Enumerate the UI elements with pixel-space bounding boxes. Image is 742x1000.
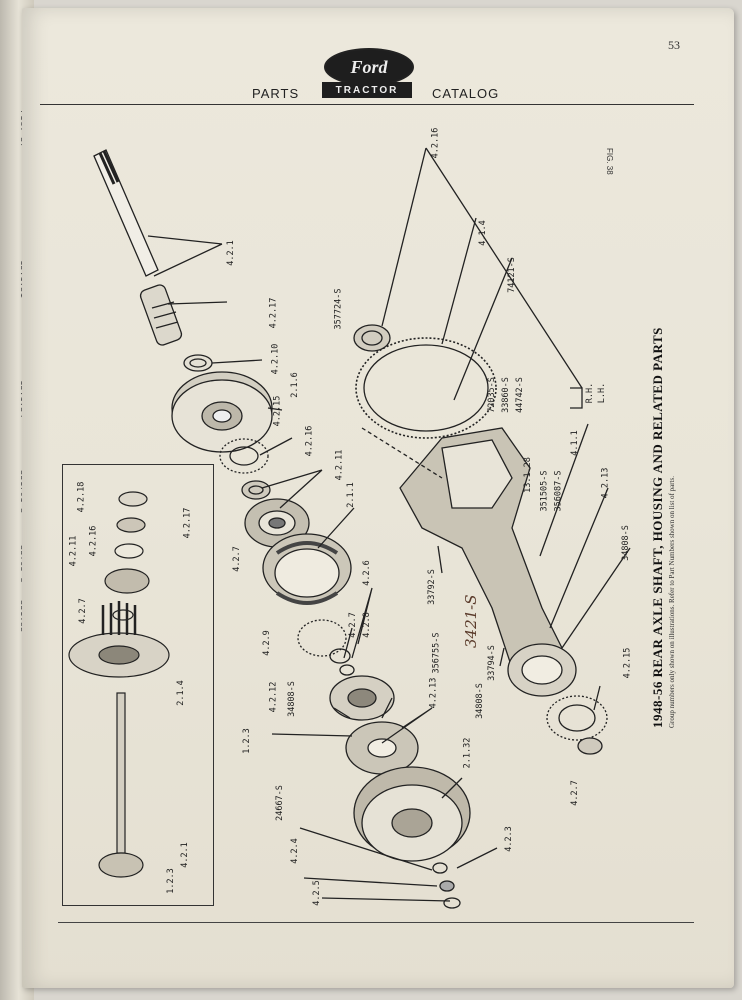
inset-callout-label: 4.2.11 bbox=[68, 535, 79, 567]
callout-label: 4.2.7 bbox=[231, 546, 242, 572]
tractor-band: TRACTOR bbox=[322, 82, 412, 98]
inset-callout-label: 4.2.17 bbox=[182, 507, 193, 539]
callout-label: 357724-S bbox=[333, 288, 344, 330]
callout-label: L.H. bbox=[597, 382, 608, 404]
header-parts-text: PARTS bbox=[252, 86, 300, 101]
callout-label: 24667-S bbox=[274, 785, 285, 821]
catalog-page: 53 PARTS Ford TRACTOR CATALOG bbox=[22, 8, 734, 988]
brake-shoe-assembly-part bbox=[262, 533, 352, 605]
page-number: 53 bbox=[668, 38, 680, 52]
callout-label: 33792-S bbox=[426, 569, 437, 605]
callout-label: 4.2.16 bbox=[304, 425, 315, 457]
inset-callout-label: 1.2.3 bbox=[165, 868, 176, 894]
logo-word: Ford bbox=[350, 56, 388, 77]
callout-label: 4.2.17 bbox=[268, 297, 279, 329]
inset-callout-label: 4.2.7 bbox=[77, 598, 88, 624]
brake-drum-plate-part bbox=[171, 371, 273, 453]
callout-label: 4.1.1 bbox=[569, 430, 580, 456]
callout-label: 4.2.15 bbox=[622, 647, 633, 679]
footer-rule bbox=[58, 922, 694, 923]
callout-label: 4.2.16 bbox=[430, 127, 441, 159]
callout-label: R.H. bbox=[585, 382, 596, 404]
callout-label: 4.2.3 bbox=[503, 826, 514, 852]
inset-callout-label: 4.2.1 bbox=[179, 842, 190, 868]
callout-label: 34808-S bbox=[620, 525, 631, 561]
figure-label: FIG. 38 bbox=[605, 148, 614, 175]
callout-label: 4.1.4 bbox=[477, 220, 488, 246]
header-rule bbox=[40, 104, 694, 105]
inset-callout-label: 4.2.16 bbox=[88, 525, 99, 557]
figure-title-block: 1948-56 REAR AXLE SHAFT, HOUSING AND REL… bbox=[650, 28, 676, 728]
callout-label: 4.2.5 bbox=[311, 880, 322, 906]
callout-label: 2.1.6 bbox=[289, 372, 300, 398]
axle-flange-part bbox=[329, 675, 395, 721]
callout-label: 356755-S bbox=[431, 632, 442, 674]
callout-label: 4.2.6 bbox=[361, 560, 372, 586]
callout-label: 33860-S bbox=[500, 377, 511, 413]
header-catalog-text: CATALOG bbox=[432, 86, 500, 101]
logo-band-text: TRACTOR bbox=[335, 84, 399, 96]
callout-label: 74121-S bbox=[506, 257, 517, 293]
callout-label: 4.2.9 bbox=[261, 630, 272, 656]
callout-label: 4.2.13 bbox=[600, 467, 611, 499]
callout-label: 4.2.13 bbox=[428, 677, 439, 709]
brake-drum-part bbox=[353, 766, 471, 862]
callout-label: 33794-S bbox=[486, 645, 497, 681]
figure-subtitle: Group numbers only shown on illustration… bbox=[668, 476, 676, 728]
inset-callout-label: 2.1.4 bbox=[175, 680, 186, 706]
handwritten-note: 3421-S bbox=[462, 594, 480, 648]
callout-label: 4.2.15 bbox=[272, 395, 283, 427]
hub-part bbox=[345, 721, 419, 775]
callout-label: 13.1.28 bbox=[522, 457, 533, 493]
callout-label: 4.2.8 bbox=[361, 612, 372, 638]
ford-tractor-logo: Ford TRACTOR bbox=[322, 46, 422, 102]
axle-housing-part bbox=[399, 427, 577, 697]
callout-label: 4.2.7 bbox=[569, 780, 580, 806]
inset-diagram bbox=[68, 491, 170, 878]
callout-label: 356087-S bbox=[553, 470, 564, 512]
callout-label: 34808-S bbox=[286, 681, 297, 717]
pinion-gear-part bbox=[139, 284, 183, 346]
callout-label: 4.2.1 bbox=[225, 240, 236, 266]
callout-label: 72035-S bbox=[486, 377, 497, 413]
callout-label: 4.2.11 bbox=[334, 449, 345, 481]
callout-label: 44742-S bbox=[514, 377, 525, 413]
axle-shaft-part bbox=[93, 149, 159, 277]
page-header: PARTS Ford TRACTOR CATALOG bbox=[22, 46, 734, 106]
callout-label: 4.2.12 bbox=[268, 681, 279, 713]
callout-label: 4.2.7 bbox=[347, 612, 358, 638]
callout-label: 4.2.4 bbox=[289, 838, 300, 864]
callout-label: 34808-S bbox=[474, 683, 485, 719]
callout-label: 351505-S bbox=[539, 470, 550, 512]
exploded-parts-diagram bbox=[93, 147, 631, 909]
figure-title: 1948-56 REAR AXLE SHAFT, HOUSING AND REL… bbox=[650, 327, 665, 728]
callout-label: 2.1.1 bbox=[345, 482, 356, 508]
inset-axle-assembly-box bbox=[62, 464, 214, 906]
callout-label: 4.2.10 bbox=[270, 343, 281, 375]
callout-label: 1.2.3 bbox=[241, 728, 252, 754]
callout-label: 2.1.32 bbox=[462, 737, 473, 769]
inset-callout-label: 4.2.18 bbox=[76, 481, 87, 513]
